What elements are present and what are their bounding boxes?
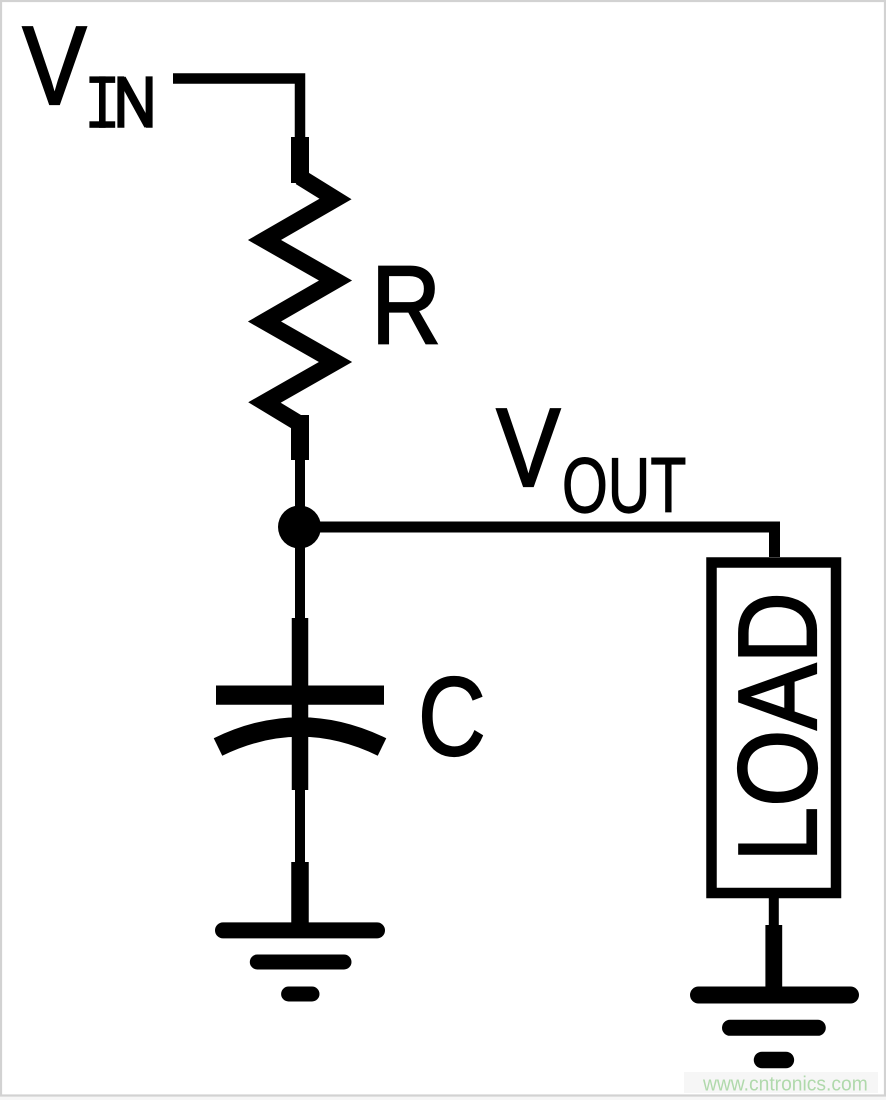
svg-text:www.cntronics.com: www.cntronics.com (702, 1073, 868, 1096)
svg-text:R: R (371, 243, 441, 368)
svg-text:OUT: OUT (562, 442, 686, 529)
svg-text:V: V (496, 386, 560, 510)
svg-text:LOAD: LOAD (717, 592, 840, 862)
svg-text:C: C (418, 654, 485, 779)
svg-text:V: V (23, 3, 87, 127)
